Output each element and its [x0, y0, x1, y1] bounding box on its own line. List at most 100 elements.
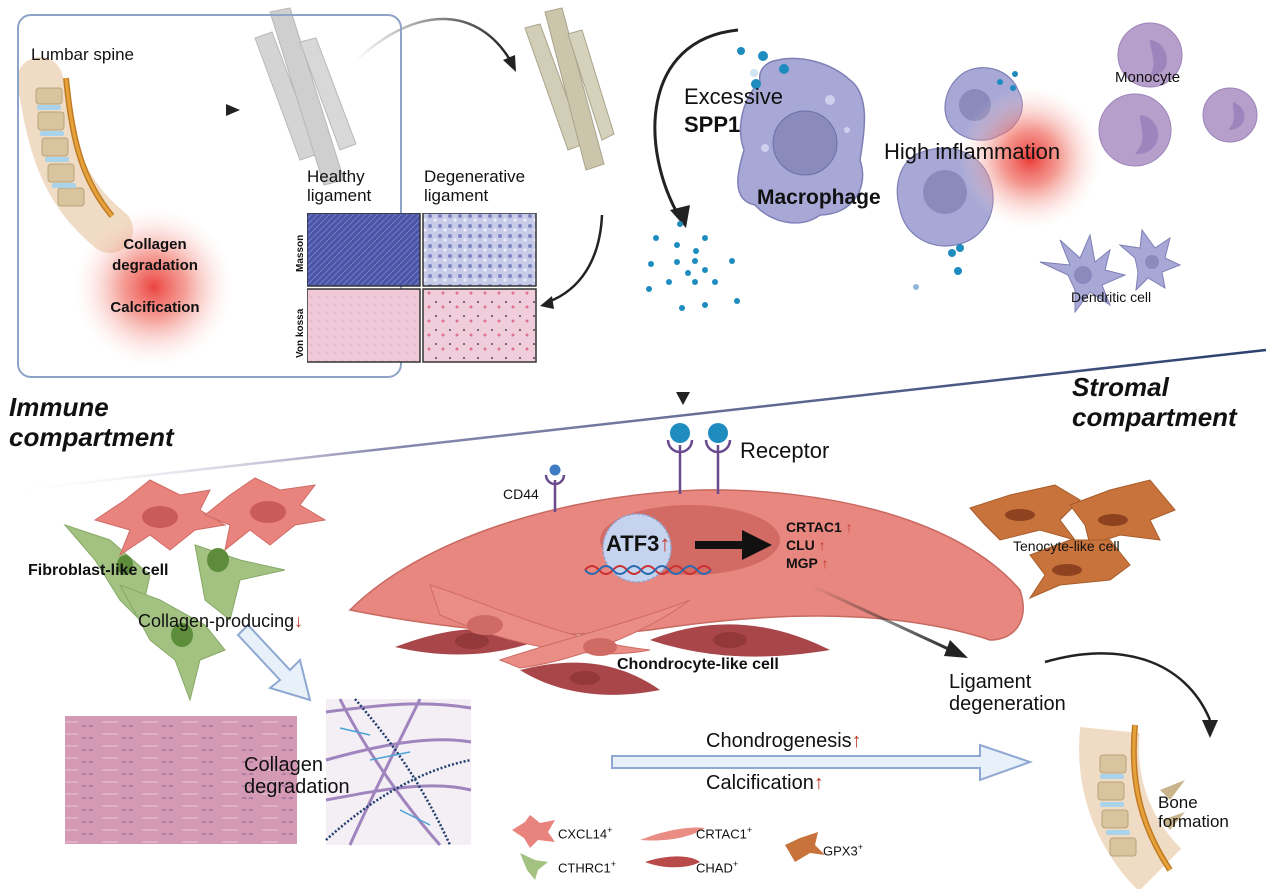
legend-icon-cthrc1: [520, 853, 548, 880]
hotspot-line2: degradation: [112, 256, 198, 274]
stain-label-masson: Masson: [295, 234, 306, 272]
arrow-to-degenerative-histology: [547, 214, 604, 304]
immune-compartment-line2: compartment: [9, 421, 174, 452]
degenerative-label-line1: Degenerative: [424, 167, 526, 186]
immune-compartment-label: Immune compartment: [9, 392, 174, 453]
legend-icon-chad: [645, 856, 700, 868]
tenocyte-cells: [969, 479, 1176, 600]
calcification-up-arrow: ↑: [813, 772, 824, 794]
compartment-divider: [0, 348, 1266, 494]
legend-label-chad: CHAD+: [696, 859, 739, 876]
healthy-ligament-fibers: [254, 7, 357, 186]
healthy-ligament-label: Healthy ligament: [307, 167, 372, 205]
collagen-degradation-label: Collagen degradation: [244, 754, 350, 798]
degenerative-label-line2: ligament: [424, 185, 489, 205]
bone-formation-label: Bone formation: [1158, 793, 1229, 831]
degraded-collagen-network: [325, 698, 472, 846]
cd44-ligand: [549, 464, 561, 476]
legend-text: CXCL14: [558, 826, 608, 842]
target-gene-mgp: MGP ↑: [786, 554, 853, 572]
gene-name: CLU: [786, 537, 815, 553]
healthy-collagen-tissue: [65, 716, 297, 844]
ligament-degeneration-label: Ligament degeneration: [949, 671, 1066, 715]
collagen-decline-hollow-arrow: [236, 623, 312, 702]
ligament-degeneration-line2: degeneration: [949, 693, 1066, 715]
receptor-label: Receptor: [740, 438, 830, 463]
ligament-degeneration-line1: Ligament: [949, 671, 1032, 693]
collagen-down-arrow: ↓: [294, 611, 304, 631]
outcome-hollow-arrow: [611, 743, 1034, 782]
tenocyte-like-cell-label: Tenocyte-like cell: [1013, 538, 1120, 554]
histology-grid: [307, 213, 537, 363]
collagen-producing-label: Collagen-producing↓: [138, 611, 304, 632]
healthy-label-line2: ligament: [307, 185, 372, 205]
up-arrow: ↑: [845, 519, 853, 535]
histology-healthy-vonkossa: [307, 288, 421, 363]
legend-sup: +: [607, 825, 613, 835]
chondrogenesis-text: Chondrogenesis: [706, 730, 852, 752]
monocyte-cells: [1098, 22, 1258, 167]
receptor-ligand-1: [670, 423, 690, 443]
spp1-label: SPP1: [684, 112, 741, 137]
chondrocyte-cells-small: [395, 584, 830, 695]
degenerative-ligament-fibers: [524, 7, 615, 171]
legend-label-cthrc1: CTHRC1+: [558, 859, 616, 876]
chondrogenesis-up-arrow: ↑: [851, 730, 862, 752]
fibroblast-like-cell-label: Fibroblast-like cell: [28, 562, 169, 579]
gene-name: MGP: [786, 555, 818, 571]
gene-name: CRTAC1: [786, 519, 842, 535]
histology-degenerative-vonkossa: [422, 288, 537, 363]
receptor-icons: [544, 439, 732, 512]
lumbar-spine-illustration: [17, 57, 133, 253]
legend-text: CTHRC1: [558, 860, 611, 876]
healthy-label-line1: Healthy: [307, 167, 365, 186]
inflammation-glow: [958, 86, 1102, 230]
high-inflammation-label: High inflammation: [884, 139, 1061, 164]
legend-text: GPX3: [823, 843, 858, 859]
ligament-histology-inset: [17, 14, 402, 378]
inset-hotspot-text: Collagen degradation Calcification: [100, 236, 210, 317]
legend-text: CHAD: [696, 860, 733, 876]
dendritic-cell-label: Dendritic cell: [1071, 289, 1152, 305]
macrophage-cell-large: [737, 57, 866, 224]
chondrogenesis-label: Chondrogenesis↑: [706, 730, 862, 752]
bone-formation-spine-illustration: [1079, 724, 1185, 889]
inset-hotspot-glow: [74, 207, 234, 367]
monocyte-label: Monocyte: [1115, 69, 1181, 86]
hotspot-line3: Calcification: [110, 299, 200, 316]
degenerative-ligament-label: Degenerative ligament: [424, 167, 526, 205]
collagen-degradation-line1: Collagen: [244, 754, 323, 776]
chondrocyte-like-cell-label: Chondrocyte-like cell: [617, 656, 779, 673]
collagen-producing-text: Collagen-producing: [138, 611, 295, 631]
atf3-up-arrow: ↑: [659, 531, 671, 556]
target-gene-clu: CLU ↑: [786, 536, 853, 554]
up-arrow: ↑: [818, 537, 826, 553]
legend-icon-gpx3: [785, 832, 825, 862]
dna-helix-blue: [584, 565, 712, 575]
legend-sup: +: [732, 859, 739, 869]
atf3-target-genes: CRTAC1 ↑ CLU ↑ MGP ↑: [786, 518, 853, 572]
excessive-label: Excessive: [684, 84, 784, 109]
atf3-text: ATF3: [606, 531, 660, 556]
legend-text: CRTAC1: [696, 826, 747, 842]
receptor-ligand-2: [708, 423, 728, 443]
calcification-text: Calcification: [706, 772, 814, 794]
dna-helix-red: [584, 565, 712, 575]
bone-formation-line2: formation: [1158, 811, 1229, 831]
legend-label-crtac1: CRTAC1+: [696, 825, 753, 842]
stromal-compartment-line2: compartment: [1072, 401, 1237, 432]
collagen-degradation-line2: degradation: [244, 776, 350, 798]
stain-label-vonkossa: Von kossa: [295, 308, 306, 358]
arrow-spp1-release: [653, 28, 739, 219]
lumbar-spine-label: Lumbar spine: [31, 45, 135, 64]
legend-icon-cxcl14: [512, 815, 555, 848]
fibroblast-cells-red: [93, 477, 327, 557]
arrow-healthy-to-degenerative: [354, 17, 512, 63]
legend-sup: +: [857, 842, 863, 852]
immune-compartment-line1: Immune: [9, 392, 109, 422]
atf3-label: ATF3↑: [606, 531, 671, 556]
target-gene-crtac1: CRTAC1 ↑: [786, 518, 853, 536]
legend-sup: +: [746, 825, 753, 835]
arrow-to-ligament-degeneration: [809, 583, 956, 654]
